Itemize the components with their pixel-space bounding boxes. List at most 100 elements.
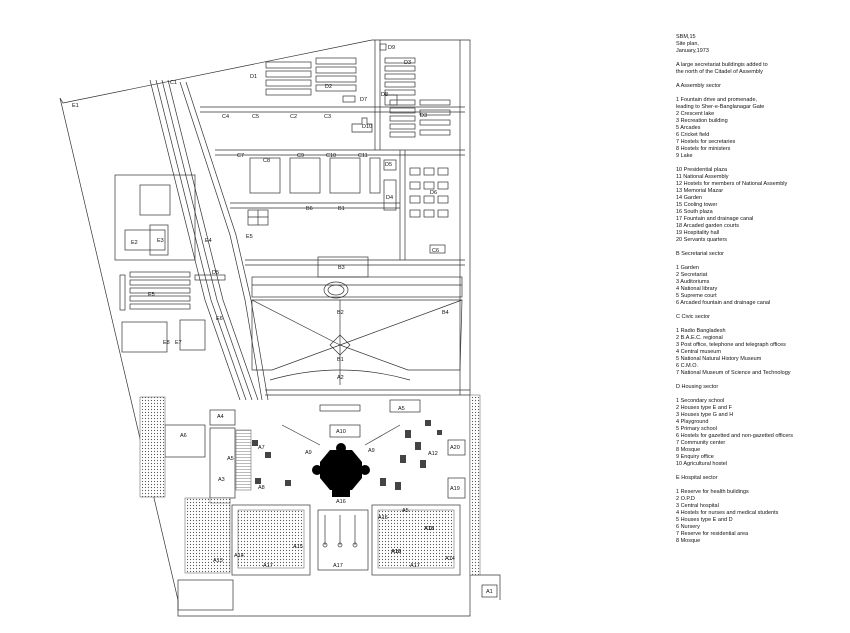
sector-item: 19 Hospitality hall	[676, 230, 720, 236]
sector-item: 4 Hostels for nurses and medical student…	[676, 510, 779, 516]
legend-panel: SBM,15 Site plan, January,1973 A large s…	[676, 34, 846, 552]
plan-label-b6: B6	[306, 206, 313, 212]
sector-item: 9 Lake	[676, 153, 693, 159]
plan-label-e6: E6	[216, 316, 223, 322]
plan-label-e5b: E5	[148, 292, 155, 298]
hostel-blocks-d6	[409, 167, 449, 254]
drawing-note-line2: the north of the Citadel of Assembly	[676, 69, 763, 75]
plan-label-a4: A4	[217, 414, 224, 420]
plan-label-a12: A12	[428, 451, 438, 457]
sector-heading: B Secretarial sector	[676, 251, 724, 257]
sector-item: 8 Mosque	[676, 447, 701, 453]
plan-label-a17b: A17	[333, 563, 343, 569]
planted-zones	[139, 394, 481, 576]
plan-label-a16: A16	[336, 499, 346, 505]
plan-label-a1: A1	[486, 589, 493, 595]
sector-item: leading to Sher-e-Banglanagar Gate	[676, 104, 765, 110]
sector-item: 4 Playground	[676, 419, 709, 425]
plan-label-d10: D10	[362, 124, 372, 130]
sector-item: 14 Garden	[676, 195, 702, 201]
plan-label-d5b: D5	[212, 270, 219, 276]
sector-item: 5 Houses type E and D	[676, 517, 733, 523]
sector-item: 6 Cricket field	[676, 132, 710, 138]
sector-item: 8 Mosque	[676, 538, 701, 544]
sector-item: 3 Post office, telephone and telegraph o…	[676, 342, 786, 348]
sector-item: 6 C.M.O.	[676, 363, 699, 369]
plan-label-a15b: A15	[378, 515, 388, 521]
plan-label-a17c: A17	[410, 563, 420, 569]
plan-label-c11: C11	[358, 153, 368, 159]
sector-item: 2 Secretariat	[676, 272, 708, 278]
plan-label-c8: C8	[263, 158, 270, 164]
sector-item: 16 South plaza	[676, 209, 713, 215]
sector-item: 7 Hostels for secretaries	[676, 139, 736, 145]
plan-label-d4: D4	[386, 195, 393, 201]
plan-label-d9: D9	[388, 45, 395, 51]
plan-label-a9a: A9	[305, 450, 312, 456]
plan-label-c10: C10	[326, 153, 336, 159]
sector-item: 7 Reserve for residential area	[676, 531, 749, 537]
plan-label-a3: A3	[218, 477, 225, 483]
civic-blocks	[247, 157, 397, 226]
sector-item: 1 Garden	[676, 265, 699, 271]
sector-item: 6 Nursery	[676, 524, 700, 530]
road-network	[149, 40, 470, 401]
sector-item: 5 National Natural History Museum	[676, 356, 762, 362]
sector-item: 1 Secondary school	[676, 398, 725, 404]
plan-label-a6: A6	[180, 433, 187, 439]
plan-label-a14a: A14	[234, 553, 244, 559]
plan-label-a20: A20	[450, 445, 460, 451]
plan-label-a19: A19	[450, 486, 460, 492]
plan-label-a18b: A18	[391, 549, 401, 555]
plan-label-b2: B2	[337, 310, 344, 316]
plan-label-a15a: A15	[293, 544, 303, 550]
plan-label-a8: A8	[258, 485, 265, 491]
sector-item: 4 Central museum	[676, 349, 721, 355]
sector-heading: D Housing sector	[676, 384, 719, 390]
sector-item: 13 Memorial Mazar	[676, 188, 724, 194]
plan-label-a13: A13	[213, 558, 223, 564]
sector-heading: A Assembly sector	[676, 83, 721, 89]
arcade-fragments	[252, 420, 442, 490]
plan-label-c1: C1	[170, 80, 177, 86]
sector-heading: C Civic sector	[676, 314, 710, 320]
sector-item: 7 Community center	[676, 440, 726, 446]
plan-label-e5a: E5	[246, 234, 253, 240]
sector-item: 5 Supreme court	[676, 293, 717, 299]
sector-item: 2 B.A.E.C. regional	[676, 335, 723, 341]
plan-label-b1b: B1	[337, 357, 344, 363]
plan-label-a5b: A5	[402, 508, 409, 514]
plan-label-e4: E4	[205, 238, 212, 244]
sector-item: 3 Recreation building	[676, 118, 728, 124]
plan-label-c6: C6	[432, 248, 439, 254]
plan-label-e7: E7	[175, 340, 182, 346]
sector-item: 1 Reserve for health buildings	[676, 489, 749, 495]
plan-label-c7: C7	[237, 153, 244, 159]
sector-heading: E Hospital sector	[676, 475, 718, 481]
plan-label-c3: C3	[324, 114, 331, 120]
drawing-date: January,1973	[676, 48, 709, 54]
sector-item: 12 Hostels for members of National Assem…	[676, 181, 788, 187]
plan-label-e8: E8	[163, 340, 170, 346]
plan-label-d2: D2	[325, 84, 332, 90]
national-assembly-building	[312, 443, 370, 497]
drawing-ref: SBM,15	[676, 34, 696, 40]
plan-label-a9b: A9	[368, 448, 375, 454]
plan-label-a5a: A5	[398, 406, 405, 412]
sector-item: 2 Houses type E and F	[676, 405, 732, 411]
plan-label-c5: C5	[252, 114, 259, 120]
sector-item: 5 Arcades	[676, 125, 701, 131]
sector-item: 8 Hostels for ministers	[676, 146, 731, 152]
plan-label-a10: A10	[336, 429, 346, 435]
hospital-sector	[114, 174, 226, 353]
housing-blocks-d3	[351, 43, 451, 138]
sector-item: 10 Agricultural hostel	[676, 461, 728, 467]
plan-label-d3b: D3	[420, 113, 427, 119]
plan-label-a5c: A5	[227, 456, 234, 462]
drawing-note-line1: A large secretariat buildingis added to	[676, 62, 768, 68]
sector-item: 20 Servants quarters	[676, 237, 728, 243]
plan-label-a7: A7	[258, 445, 265, 451]
plan-label-e3: E3	[157, 238, 164, 244]
plan-label-d7: D7	[360, 97, 367, 103]
